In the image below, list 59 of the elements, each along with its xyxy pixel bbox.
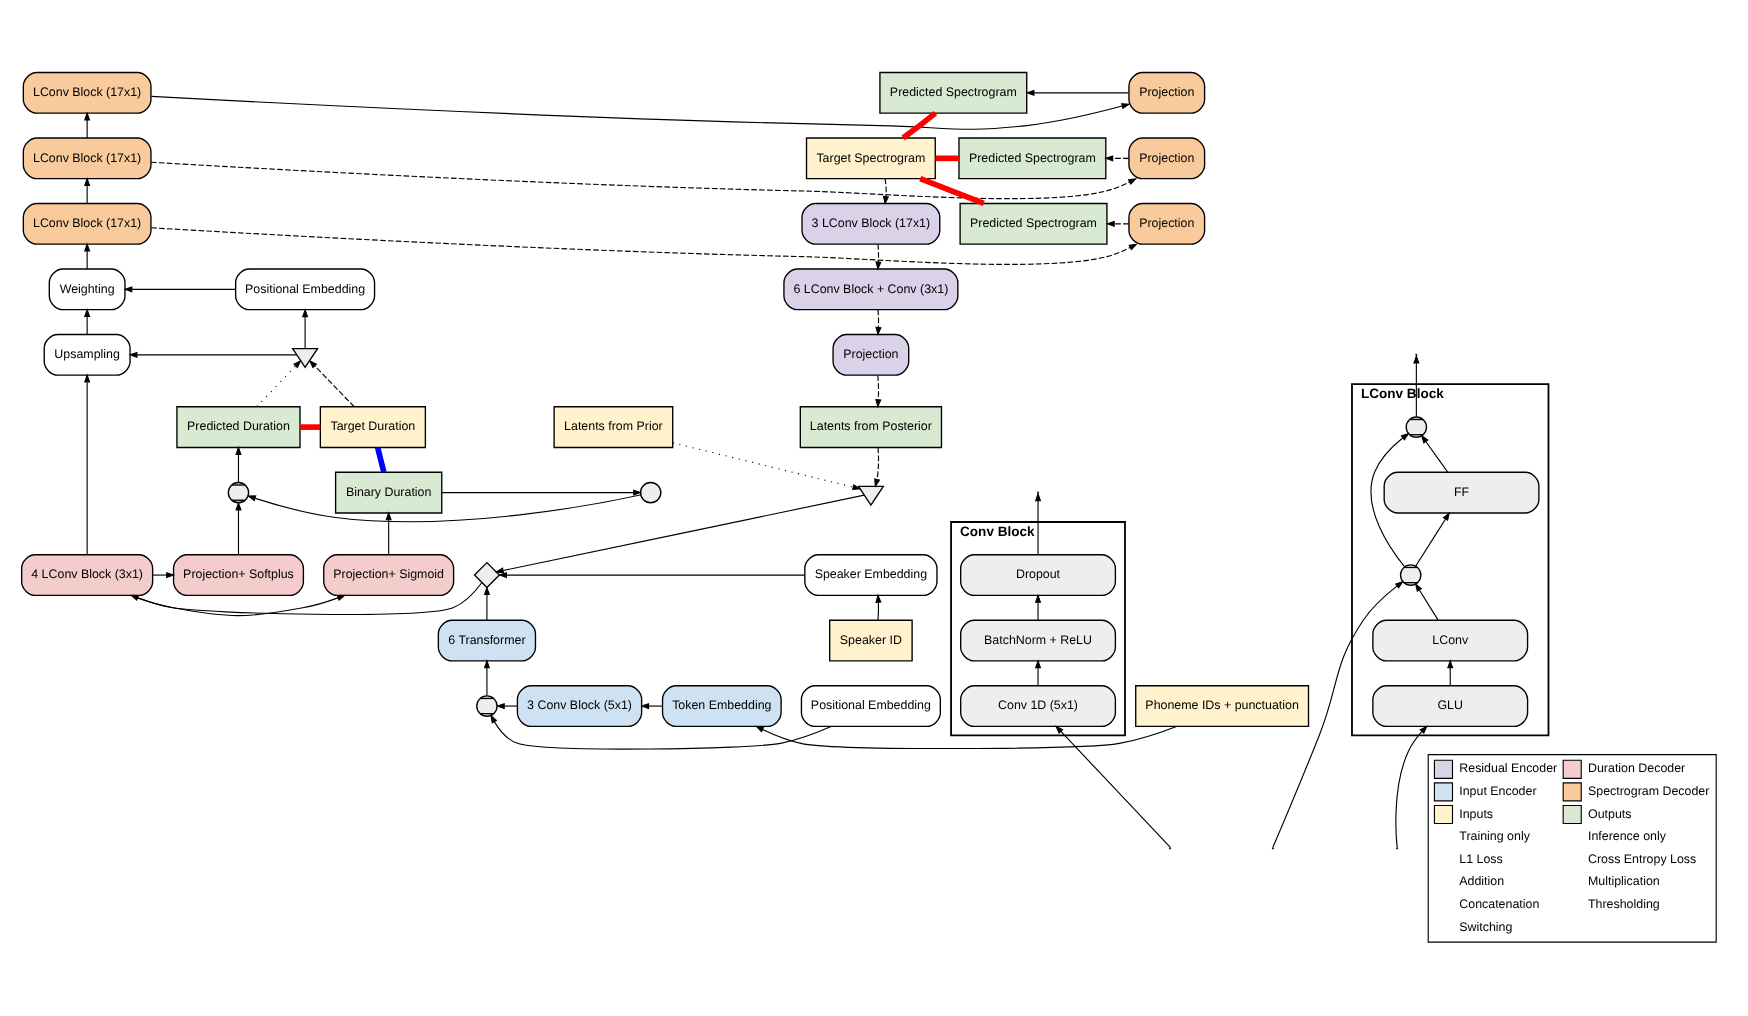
arrow [754,724,1178,749]
node-diamond [473,560,501,588]
arrow [1272,579,1404,847]
arrow [385,510,392,555]
arrow [483,584,491,620]
arrow [874,446,881,487]
arrow [875,308,882,336]
arrow [235,500,242,555]
arrow [1415,510,1451,566]
arrow [1034,658,1042,686]
arrow [875,592,882,620]
arrow [483,658,491,696]
arrow [83,175,91,203]
connector [300,423,321,429]
arrow [246,493,641,522]
connector [901,110,938,140]
arrow [490,713,832,749]
arrow [640,701,663,709]
arrow [1447,658,1454,686]
arrow [123,285,237,292]
arrow [495,701,518,709]
arrow [672,441,862,490]
arrow [1413,353,1420,417]
arrow [152,570,176,578]
arrow [1104,154,1130,161]
arrow [150,226,1138,264]
arrow [83,372,91,555]
arrow [150,94,1131,129]
arrow [1370,431,1410,567]
arrow [150,160,1138,199]
arrow [882,177,890,205]
arrow [83,306,91,334]
arrow [130,593,347,616]
arrow [875,373,882,408]
arrow [301,307,309,348]
connector [374,445,387,472]
arrow [497,570,806,578]
connector [919,175,985,206]
connector [935,154,959,161]
arrow [1395,724,1428,847]
arrow [875,242,882,270]
arrow [1055,724,1171,847]
arrow [1105,219,1130,226]
arrow [235,444,242,482]
arrow [128,350,298,357]
arrow [494,493,865,573]
arrow [1025,88,1130,95]
arrow [441,488,643,495]
arrow [1034,592,1042,620]
arrow [129,581,483,615]
arrow [83,241,91,269]
node-circle [639,480,662,503]
arrow [308,358,355,407]
arrow [1034,491,1042,555]
arrow [1414,581,1439,620]
arrow [1420,433,1449,472]
arrow [83,110,91,138]
node-triangle [857,484,885,506]
arrow [256,358,302,407]
